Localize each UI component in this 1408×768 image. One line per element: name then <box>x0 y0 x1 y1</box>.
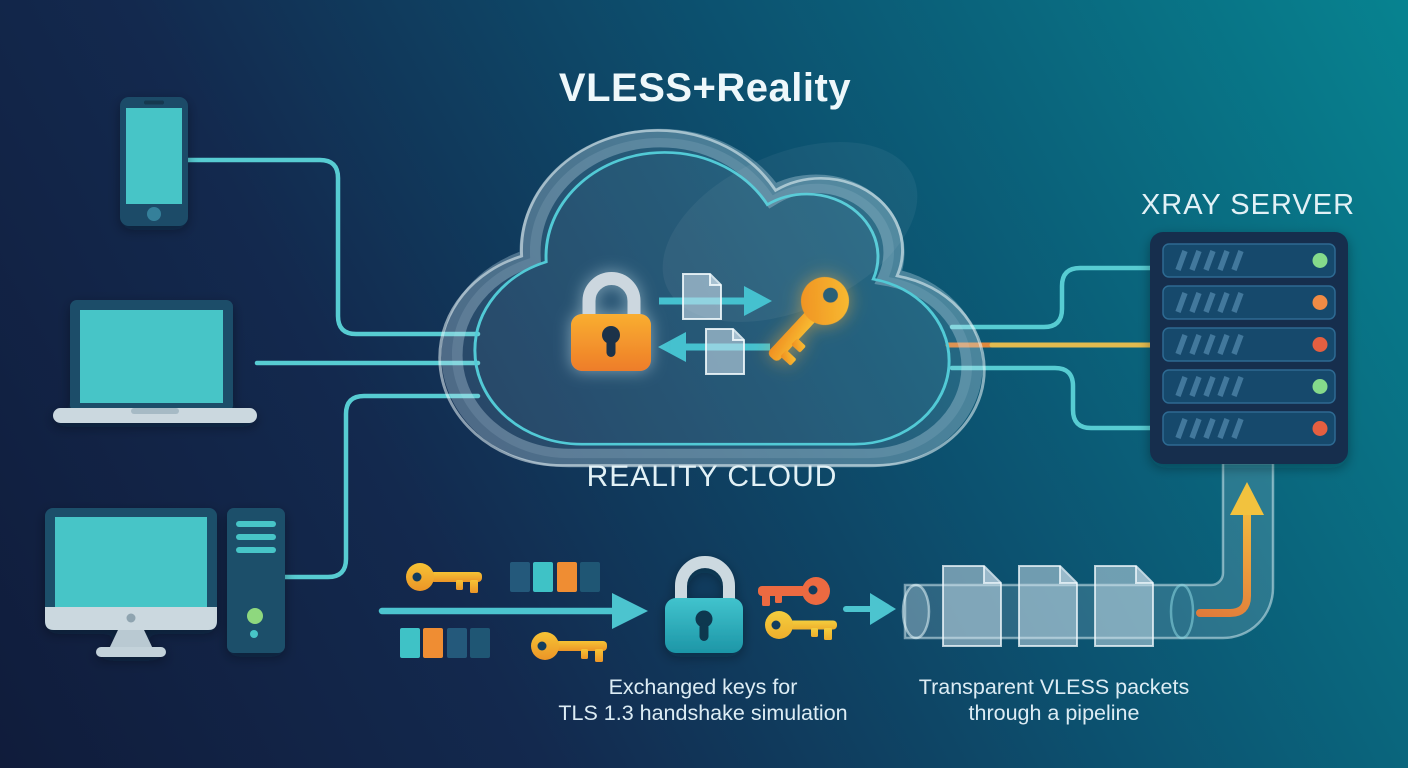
server-slot <box>1162 243 1336 278</box>
tower-led <box>247 608 263 624</box>
cloud-to-server-line-bottom <box>949 365 1168 431</box>
server-slot <box>1162 327 1336 362</box>
pipe-flow-arrow-head <box>1230 482 1264 515</box>
cipher-block <box>580 562 600 592</box>
server-slot <box>1162 369 1336 404</box>
response-arrow-head <box>658 332 686 362</box>
key-head <box>801 277 849 325</box>
key-shaft <box>768 311 816 361</box>
xray-server-label: XRAY SERVER <box>1141 189 1355 221</box>
cipher-block <box>557 562 577 592</box>
lock-keyhole <box>602 326 620 344</box>
key-tooth <box>791 338 806 352</box>
diagram-title: VLESS+Reality <box>559 66 851 110</box>
handshake-arrow <box>378 593 648 629</box>
cipher-block <box>510 562 530 592</box>
key-hole <box>822 287 838 303</box>
vless-packets <box>942 565 1154 647</box>
tower-icon <box>227 508 285 653</box>
reality-cloud-label: REALITY CLOUD <box>587 460 838 493</box>
desktop-to-cloud-line <box>282 393 481 580</box>
packet-document-icon <box>1094 565 1154 647</box>
lock-shackle <box>675 556 735 600</box>
cloud-inner-outline <box>473 151 951 446</box>
pipeline-caption-line1: Transparent VLESS packets <box>919 675 1189 699</box>
cipher-block <box>423 628 443 658</box>
cipher-block <box>400 628 420 658</box>
xray-server-rack <box>1150 232 1348 464</box>
handshake-caption-line2: TLS 1.3 handshake simulation <box>558 701 847 725</box>
cipher-blocks-top <box>510 562 600 592</box>
cloud-icons <box>571 272 849 375</box>
red-key-icon <box>758 577 830 606</box>
client-devices <box>45 97 285 657</box>
document-icon <box>682 273 722 320</box>
lock-keyhole <box>695 610 713 628</box>
document-icon <box>705 328 745 375</box>
request-arrow-head <box>744 286 772 316</box>
yellow-key-icon <box>765 611 837 640</box>
tower-dot <box>250 630 258 638</box>
pipeline-caption-line2: through a pipeline <box>969 701 1140 725</box>
exchanged-documents <box>682 273 745 375</box>
cloud-to-server-line-top <box>949 265 1168 330</box>
cloud-sheen <box>662 142 918 322</box>
lock-keyhole-stem <box>699 623 709 641</box>
server-slot <box>1162 411 1336 446</box>
pipe-joint-ring <box>1169 583 1195 640</box>
lock-keyhole-stem <box>606 339 616 357</box>
gold-key-icon <box>531 632 607 662</box>
pipe-flow-arrow-line <box>1196 510 1251 617</box>
server-slot <box>1162 285 1336 320</box>
cipher-block <box>470 628 490 658</box>
server-led <box>1312 295 1328 310</box>
lock-shackle <box>582 272 641 316</box>
cipher-block <box>533 562 553 592</box>
pipe-end-cap <box>901 583 931 640</box>
monitor-base <box>96 647 166 657</box>
orange-lock-icon <box>571 272 651 371</box>
server-slots <box>1162 243 1336 446</box>
server-led <box>1312 421 1328 436</box>
handshake-caption-line1: Exchanged keys for <box>609 675 798 699</box>
teal-lock-icon <box>665 556 743 653</box>
packet-document-icon <box>1018 565 1078 647</box>
packet-document-icon <box>942 565 1002 647</box>
vless-pipeline <box>901 461 1275 647</box>
laptop-icon <box>53 300 257 423</box>
to-pipeline-arrow <box>843 593 896 625</box>
server-led <box>1312 337 1328 352</box>
cloud-outer-edge <box>438 129 986 467</box>
server-connectors <box>945 265 1168 431</box>
monitor-stand <box>109 630 153 649</box>
tls-handshake-flow <box>378 556 896 662</box>
gold-key-icon <box>768 277 849 366</box>
server-led <box>1312 253 1328 268</box>
key-tooth <box>781 350 796 366</box>
gold-key-icon <box>406 563 482 593</box>
desktop-monitor-icon <box>45 508 217 657</box>
server-led <box>1312 379 1328 394</box>
cipher-blocks-bottom <box>400 628 490 658</box>
cipher-block <box>447 628 467 658</box>
smartphone-icon <box>120 97 188 226</box>
phone-to-cloud-line <box>185 157 481 337</box>
